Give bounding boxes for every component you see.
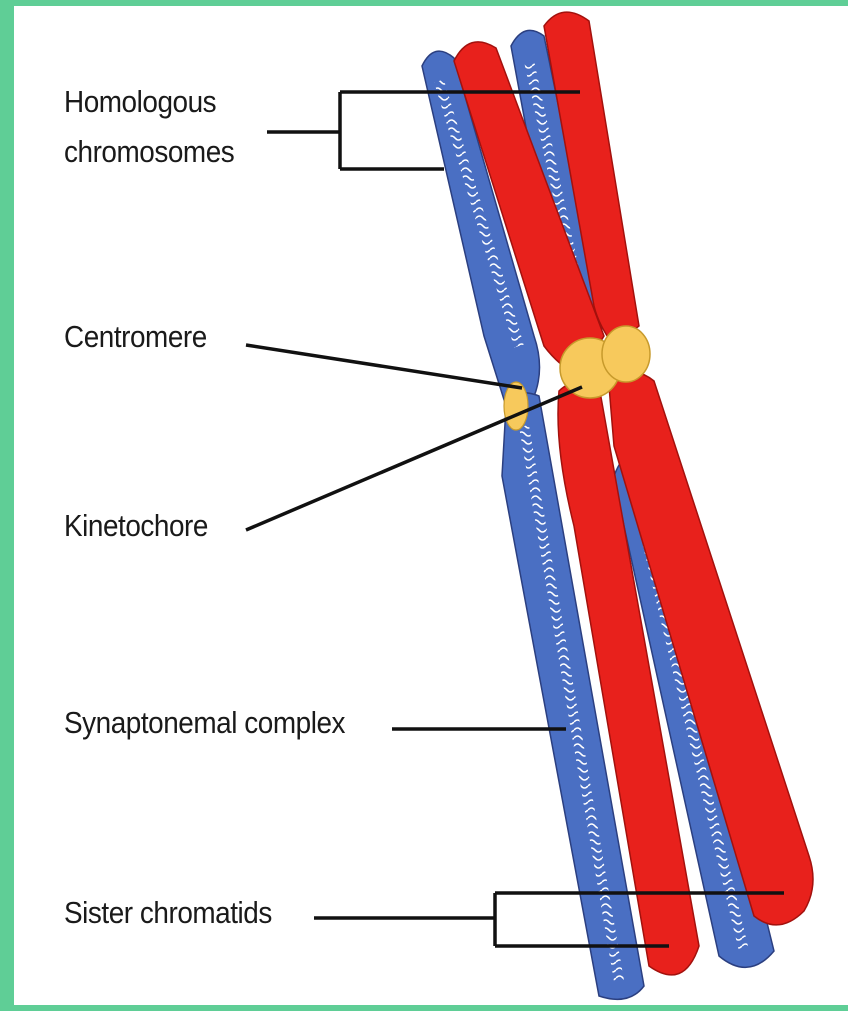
rear-centromere xyxy=(504,382,528,430)
centromere-leader xyxy=(246,345,522,388)
label-centromere: Centromere xyxy=(64,313,207,361)
label-homologous-line2: chromosomes xyxy=(64,128,234,176)
label-kinetochore: Kinetochore xyxy=(64,502,208,550)
label-homologous-line1: Homologous xyxy=(64,78,216,126)
label-sister-chromatids: Sister chromatids xyxy=(64,889,272,937)
centromere-right xyxy=(602,326,650,382)
label-synaptonemal-complex: Synaptonemal complex xyxy=(64,699,345,747)
